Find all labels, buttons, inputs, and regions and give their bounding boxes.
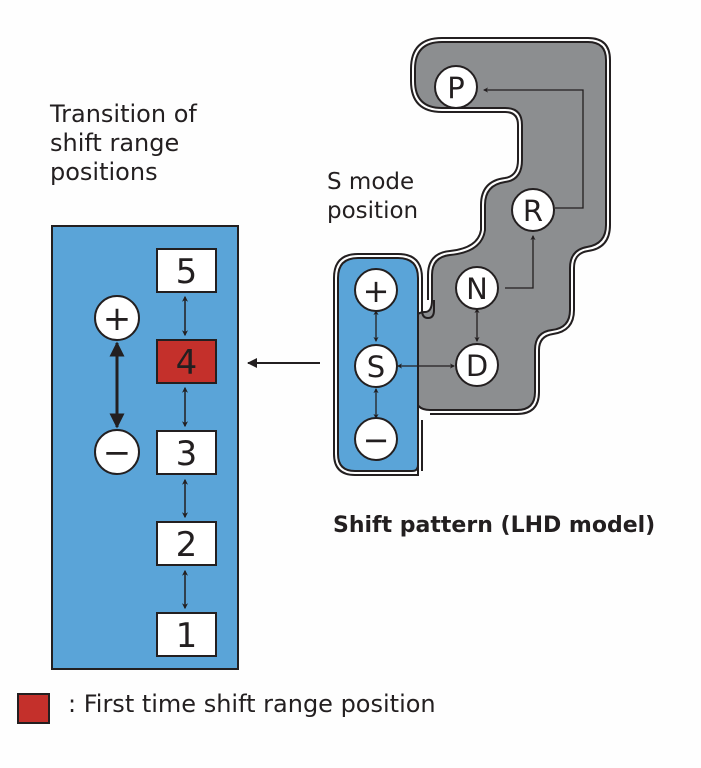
s-mode-label-line-1: S mode: [327, 169, 415, 195]
range-box-5: 5: [156, 248, 217, 293]
highlighted-range-box: [156, 339, 217, 384]
legend-swatch: [17, 693, 50, 724]
transition-title-line-3: positions: [50, 158, 158, 186]
transition-title-line-2: shift range: [50, 129, 180, 157]
s-mode-minus: −: [354, 417, 398, 461]
arrow-r-to-p: [482, 87, 584, 209]
gate-position-d: D: [455, 343, 499, 387]
range-label-3: 3: [176, 434, 198, 474]
range-box-4: 4: [156, 339, 217, 384]
range-label-2: 2: [176, 525, 198, 565]
range-label-5: 5: [176, 252, 198, 292]
transition-title-line-1: Transition of: [50, 100, 197, 128]
legend-text: : First time shift range position: [68, 690, 436, 718]
range-label-4: 4: [176, 343, 198, 383]
s-mode-s: S: [354, 344, 398, 388]
gate-label-n: N: [466, 272, 488, 306]
arrow-n-to-r: [505, 234, 536, 289]
plus-circle-left: +: [94, 295, 140, 341]
minus-icon: −: [363, 421, 390, 459]
gate-position-p: P: [434, 65, 478, 109]
s-mode-plus: +: [354, 268, 398, 312]
minus-circle-left: −: [94, 429, 140, 475]
gate-position-n: N: [455, 266, 499, 310]
gate-position-r: R: [511, 188, 555, 232]
s-label: S: [367, 350, 385, 384]
shift-gate: [410, 37, 611, 415]
transition-title: Transition of shift range positions: [50, 100, 197, 187]
shift-pattern-caption: Shift pattern (LHD model): [333, 513, 656, 538]
gate-label-r: R: [523, 194, 543, 228]
s-mode-label-line-2: position: [327, 198, 419, 224]
plus-icon: +: [103, 299, 132, 339]
range-box-3: 3: [156, 430, 217, 475]
minus-icon: −: [103, 433, 132, 473]
plus-icon: +: [363, 272, 390, 310]
s-mode-label: S mode position: [327, 168, 418, 226]
range-box-2: 2: [156, 521, 217, 566]
range-box-1: 1: [156, 612, 217, 657]
range-label-1: 1: [176, 616, 198, 656]
gate-label-p: P: [447, 71, 465, 105]
gate-label-d: D: [466, 349, 488, 383]
